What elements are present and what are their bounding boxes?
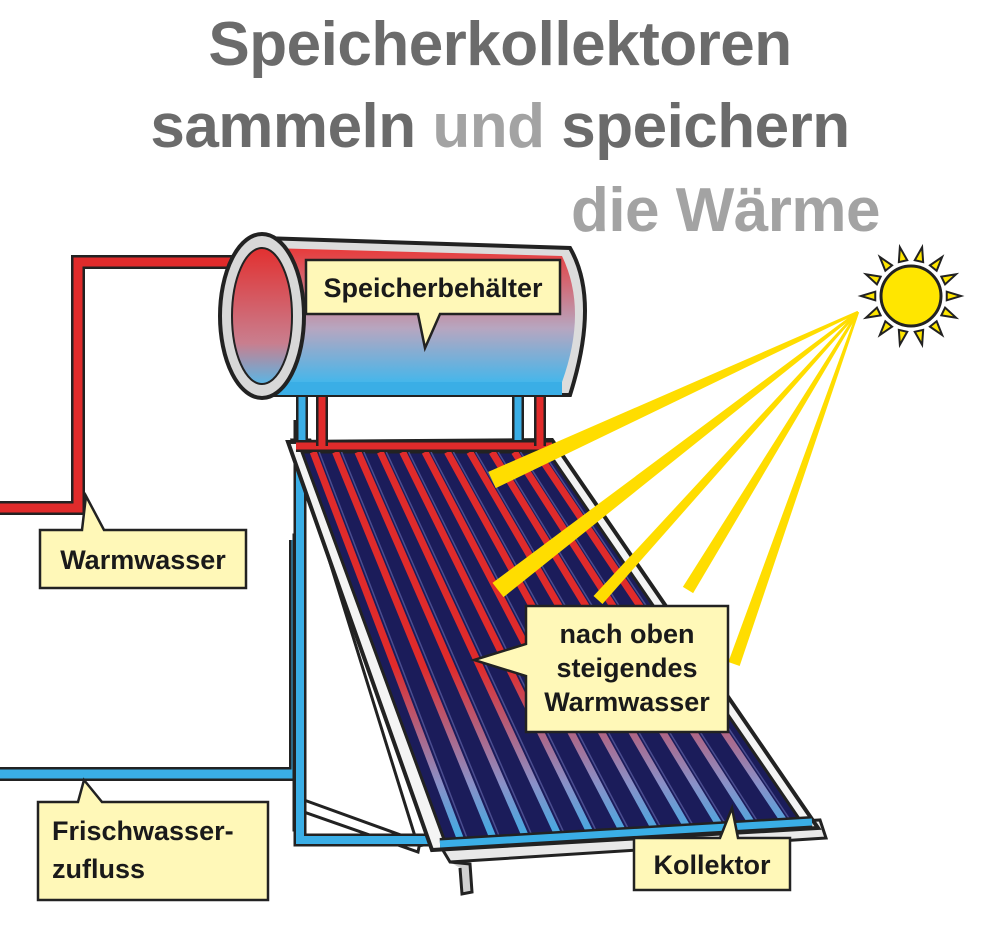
title-line-2: sammeln und speichern <box>0 96 1000 158</box>
collector-fin <box>407 452 598 834</box>
hot-water-pipe <box>0 255 250 515</box>
label-collector: Kollektor <box>653 850 771 880</box>
label-fresh-line-2: zufluss <box>52 854 145 884</box>
collector-fin <box>363 452 534 838</box>
label-fresh-line-1: Frischwasser- <box>52 816 234 846</box>
collector-tube <box>309 452 465 842</box>
sun-ray-spike <box>862 272 883 287</box>
light-beam <box>682 311 860 594</box>
storage-tank <box>218 232 587 400</box>
title-word-und: und <box>432 92 545 161</box>
collector-tube <box>332 452 497 841</box>
light-beam <box>492 311 859 598</box>
collector-tube <box>377 452 562 837</box>
sun-ray-spike <box>939 305 960 320</box>
collector-fin <box>385 452 566 836</box>
sun-ray-spike <box>928 254 945 273</box>
sun-rays <box>488 310 860 666</box>
title-line-1: Speicherkollektoren <box>208 10 792 79</box>
title-word-speichern: speichern <box>561 92 850 161</box>
sun-ray-spike <box>862 305 883 320</box>
sun-ray-spike <box>897 328 909 349</box>
sun-ray-spike <box>857 290 877 302</box>
callout-collector: Kollektor <box>632 803 792 892</box>
sun-ray-spike <box>897 243 909 264</box>
collector-fin <box>340 452 502 840</box>
callout-storage-tank: Speicherbehälter <box>304 258 562 353</box>
label-rising-line-3: Warmwasser <box>544 687 710 717</box>
sun-ray-spike <box>939 272 960 287</box>
title-word-sammeln: sammeln <box>150 92 416 161</box>
collector-tube <box>399 452 594 835</box>
sun-ray-spike <box>877 319 894 338</box>
callout-fresh-water: Frischwasser- zufluss <box>36 777 270 902</box>
title-line-3: die Wärme <box>570 176 881 245</box>
callout-rising-water: nach oben steigendes Warmwasser <box>469 604 730 734</box>
sun-ray-spike <box>913 243 925 264</box>
label-storage-tank: Speicherbehälter <box>323 273 543 303</box>
sun-icon <box>857 243 965 349</box>
collector-tube <box>354 452 529 839</box>
collector-fin <box>318 452 469 842</box>
light-beam <box>593 311 859 605</box>
callout-hot-water: Warmwasser <box>38 491 248 590</box>
label-hot-water: Warmwasser <box>60 545 226 575</box>
label-rising-line-2: steigendes <box>556 653 697 683</box>
sun-ray-spike <box>913 328 925 349</box>
sun-ray-spike <box>877 254 894 273</box>
light-beam <box>728 311 860 666</box>
label-rising-line-1: nach oben <box>559 619 694 649</box>
light-beam <box>488 310 859 489</box>
collector-tube <box>421 452 626 833</box>
sun-ray-spike <box>928 319 945 338</box>
sun-ray-spike <box>945 290 965 302</box>
